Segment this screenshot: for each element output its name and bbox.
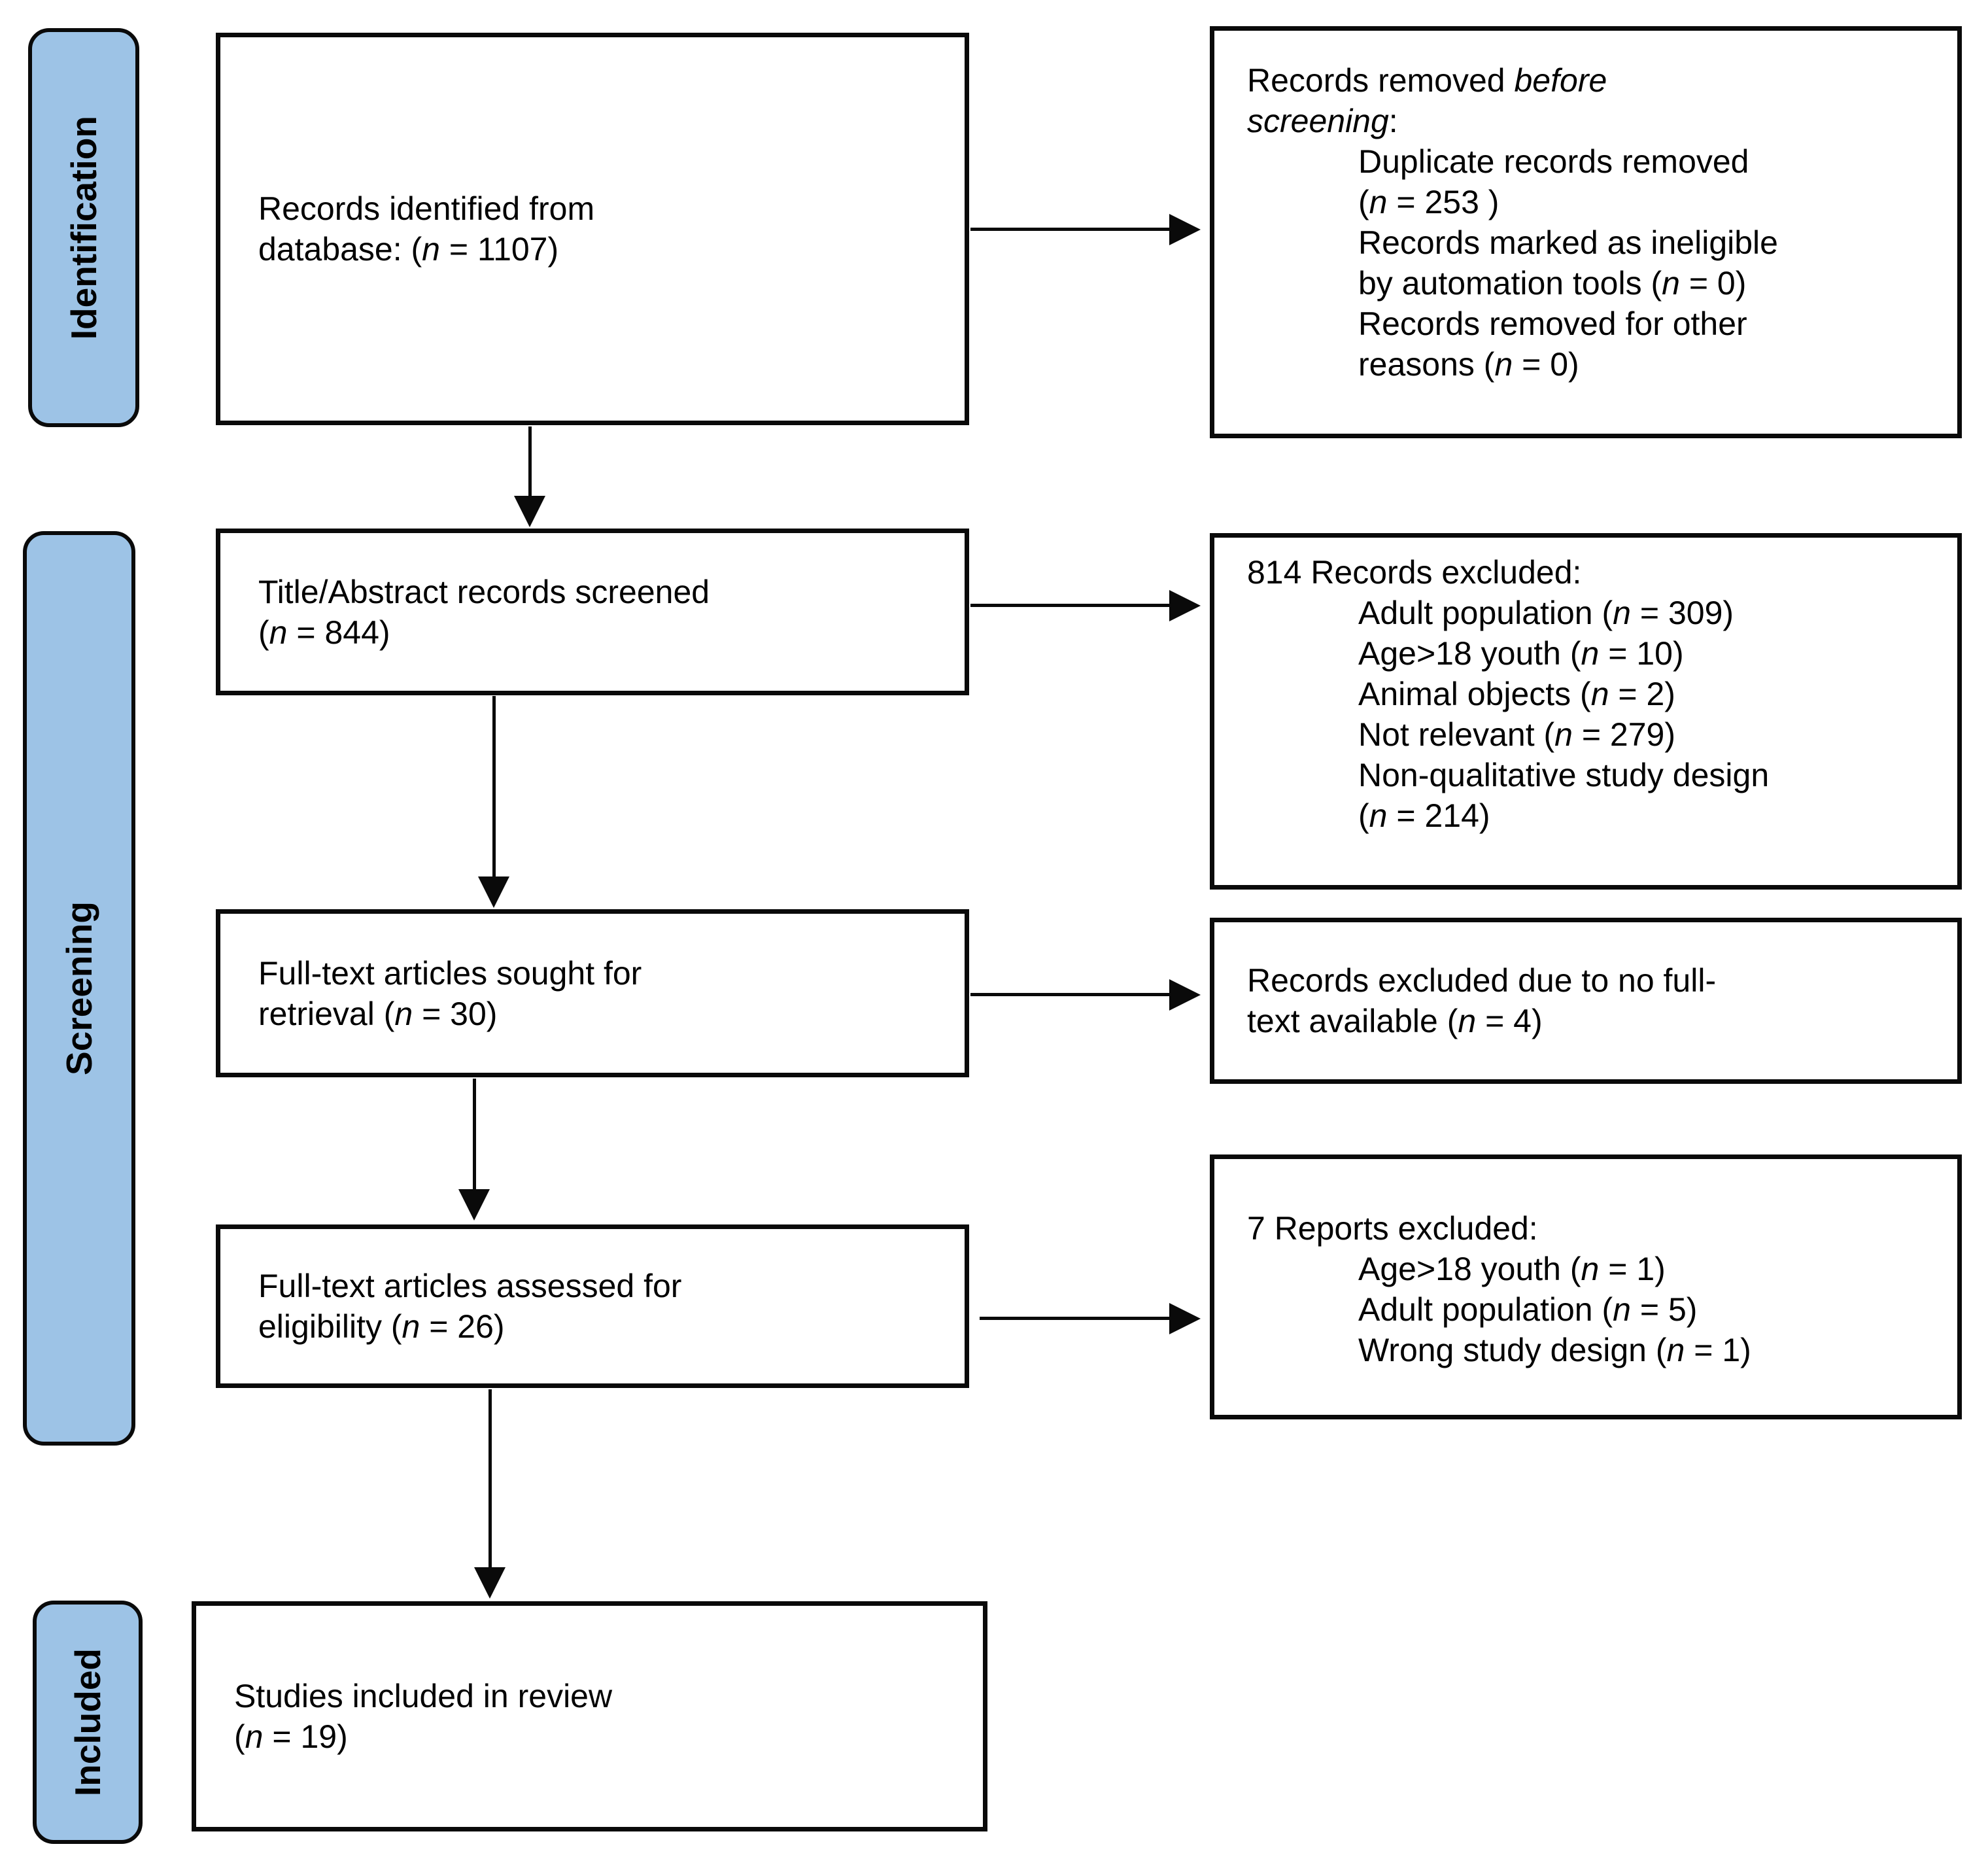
records-removed-heading-prefix: Records removed [1247, 62, 1515, 99]
box-fulltext-assessed: Full-text articles assessed for eligibil… [216, 1224, 969, 1388]
box-fulltext-sought: Full-text articles sought for retrieval … [216, 909, 969, 1077]
box-records-removed-before-screening: Records removed before screening: Duplic… [1210, 26, 1962, 438]
arrow-down-3-head [458, 1189, 490, 1221]
arrow-down-1-stem [528, 426, 532, 498]
exclusion-item: Age>18 youth (n = 1) [1358, 1251, 1666, 1287]
exclusion-item: Animal objects (n = 2) [1358, 676, 1675, 712]
exclusion-item: Non-qualitative study design (n = 214) [1358, 757, 1770, 834]
stage-screening: Screening [23, 531, 135, 1446]
arrow-down-2-head [478, 876, 509, 908]
no-fulltext-excluded-text: Records excluded due to no full- text av… [1247, 962, 1717, 1039]
box-records-excluded-814: 814 Records excluded: Adult population (… [1210, 533, 1962, 890]
exclusion-item: Age>18 youth (n = 10) [1358, 635, 1684, 672]
arrow-right-4-stem [980, 1317, 1172, 1320]
arrow-right-3-stem [970, 993, 1172, 996]
box-fulltext-sought-text: Full-text articles sought for retrieval … [258, 954, 642, 1032]
box-studies-included: Studies included in review (n = 19) [192, 1601, 987, 1831]
stage-screening-label: Screening [59, 901, 99, 1075]
arrow-down-1-head [514, 496, 545, 527]
reports-excluded-heading: 7 Reports excluded: [1247, 1210, 1538, 1247]
exclusion-item: Wrong study design (n = 1) [1358, 1332, 1751, 1368]
arrow-down-4-stem [488, 1389, 492, 1569]
arrow-right-1-stem [970, 228, 1172, 231]
box-no-fulltext-excluded: Records excluded due to no full- text av… [1210, 918, 1962, 1084]
box-reports-excluded-7: 7 Reports excluded: Age>18 youth (n = 1)… [1210, 1154, 1962, 1419]
box-records-identified: Records identified from database: (n = 1… [216, 33, 969, 425]
records-removed-heading-suffix: : [1388, 103, 1398, 139]
exclusion-item: Duplicate records removed (n = 253 ) [1358, 143, 1749, 220]
box-title-abstract-screened-text: Title/Abstract records screened (n = 844… [258, 573, 710, 651]
records-removed-heading: Records removed before screening: [1247, 60, 1938, 141]
stage-included: Included [33, 1601, 143, 1844]
exclusion-item: Not relevant (n = 279) [1358, 716, 1675, 753]
box-title-abstract-screened: Title/Abstract records screened (n = 844… [216, 529, 969, 695]
exclusion-item: Records removed for other reasons (n = 0… [1358, 305, 1747, 383]
box-records-excluded-814-inner: 814 Records excluded: Adult population (… [1214, 552, 1957, 836]
arrow-down-4-head [474, 1567, 506, 1599]
box-records-identified-text: Records identified from database: (n = 1… [258, 190, 595, 268]
arrow-down-3-stem [473, 1079, 476, 1191]
arrow-down-2-stem [492, 696, 496, 878]
arrow-right-1-head [1169, 214, 1201, 245]
exclusion-item: Adult population (n = 309) [1358, 595, 1734, 631]
box-records-removed-inner: Records removed before screening: Duplic… [1214, 60, 1957, 385]
stage-included-label: Included [67, 1648, 108, 1797]
arrow-right-2-stem [970, 604, 1172, 607]
box-reports-excluded-7-inner: 7 Reports excluded: Age>18 youth (n = 1)… [1214, 1208, 1957, 1370]
exclusion-item: Adult population (n = 5) [1358, 1291, 1698, 1328]
box-studies-included-text: Studies included in review (n = 19) [234, 1678, 613, 1755]
stage-identification: Identification [28, 28, 139, 427]
box-fulltext-assessed-text: Full-text articles assessed for eligibil… [258, 1268, 682, 1345]
records-removed-heading-italic: before screening [1247, 62, 1607, 139]
stage-identification-label: Identification [63, 115, 104, 340]
exclusion-item: Records marked as ineligible by automati… [1358, 224, 1778, 302]
records-excluded-heading: 814 Records excluded: [1247, 554, 1582, 591]
arrow-right-2-head [1169, 590, 1201, 621]
arrow-right-4-head [1169, 1303, 1201, 1334]
arrow-right-3-head [1169, 979, 1201, 1011]
